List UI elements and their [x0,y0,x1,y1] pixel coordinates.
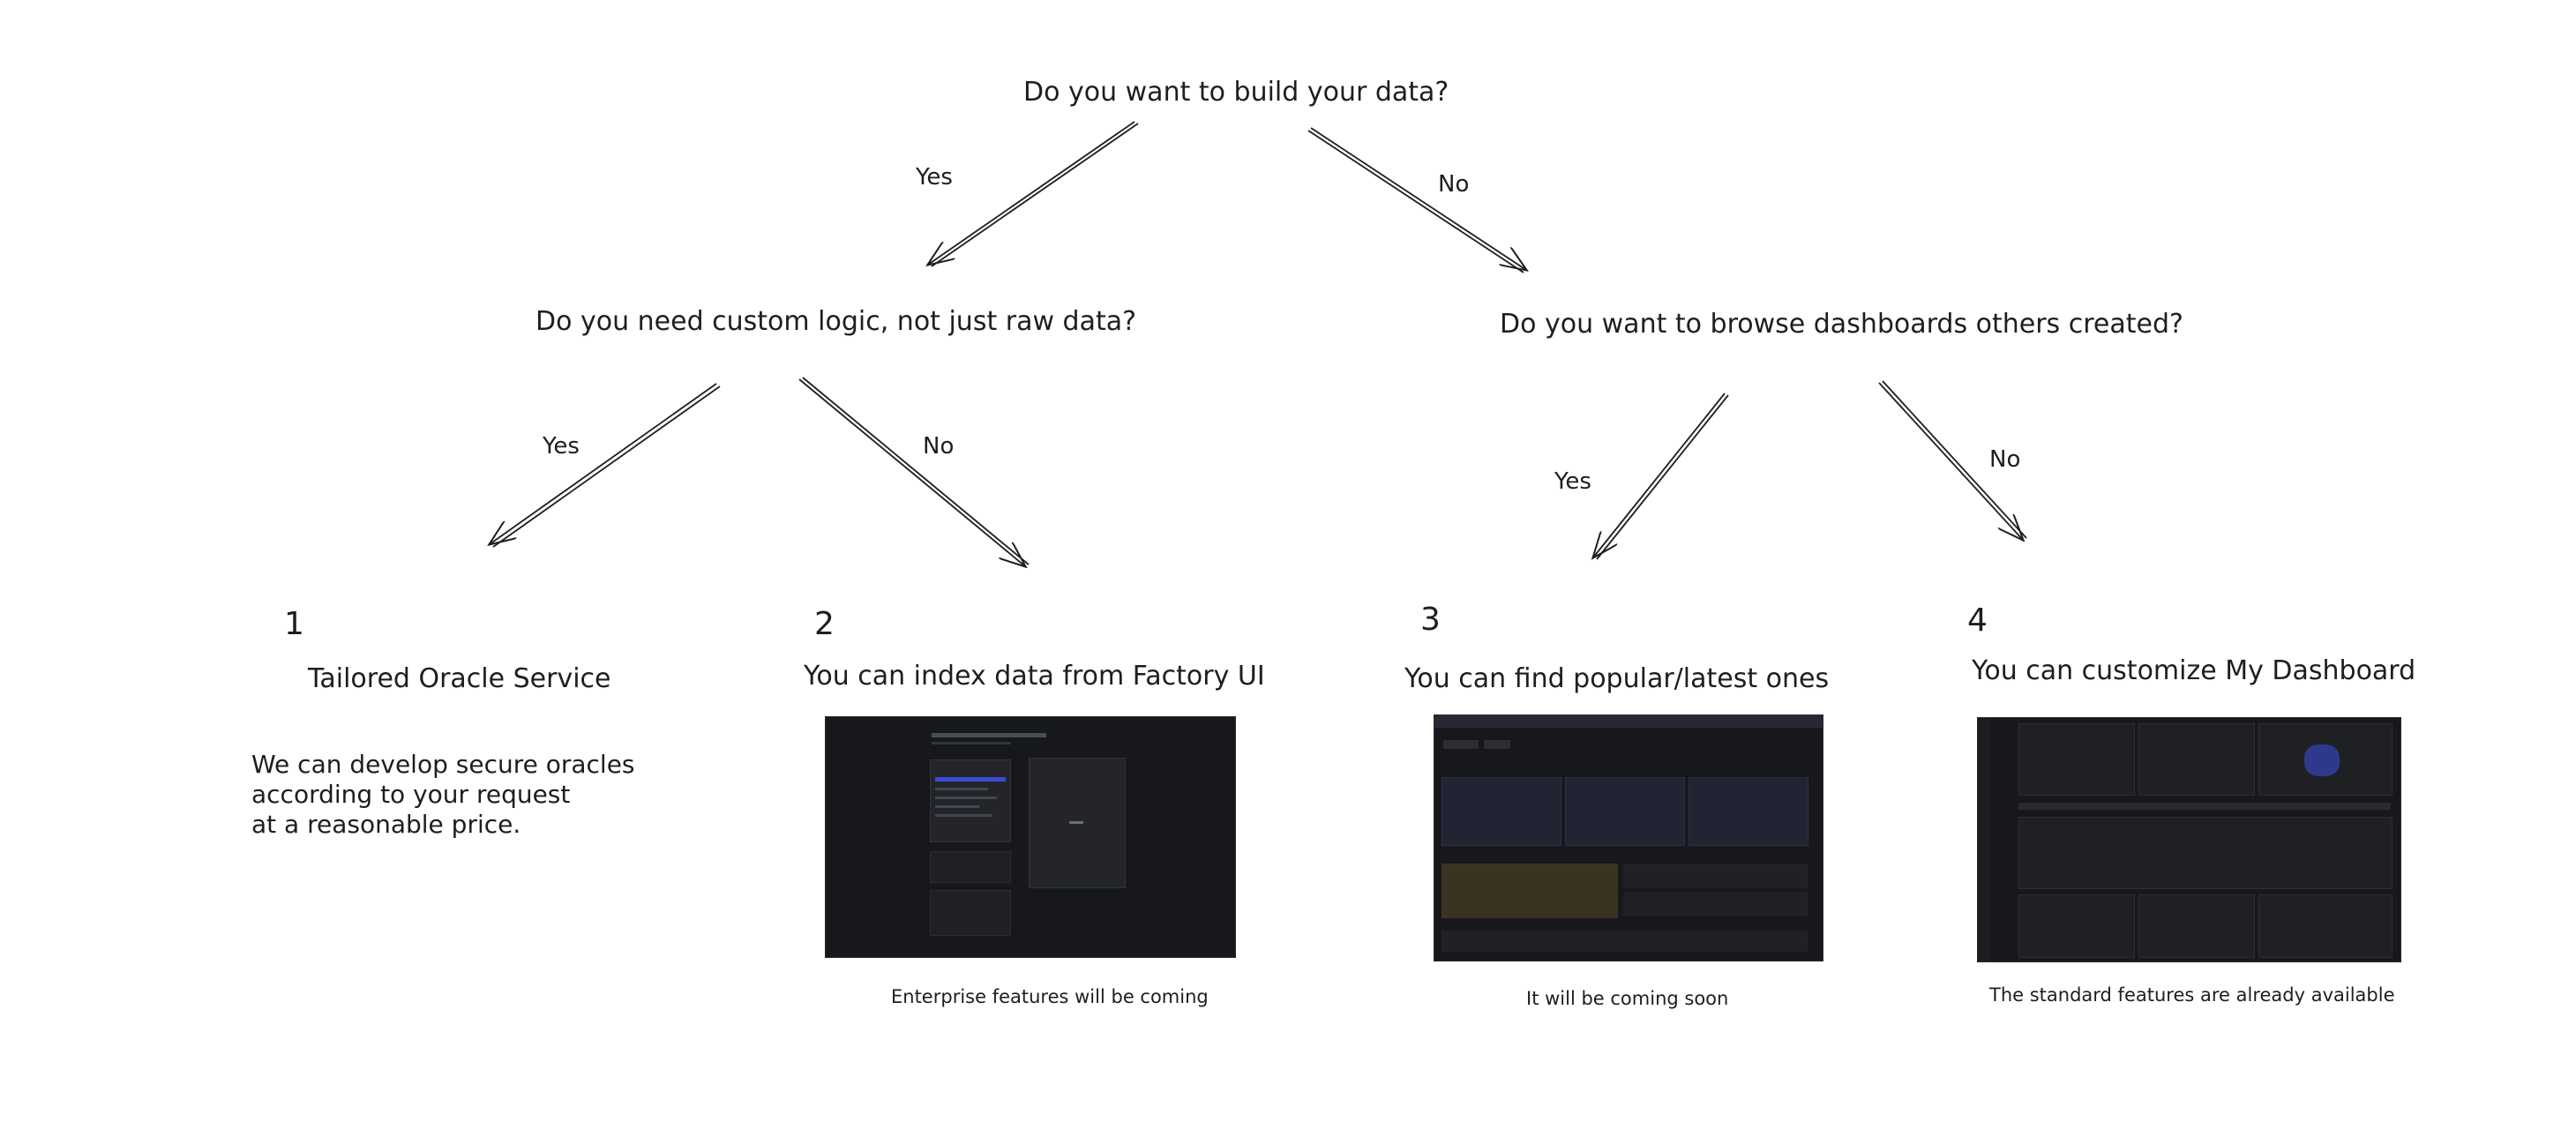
option-4-title: You can customize My Dashboard [1972,655,2416,686]
option-2-number: 2 [814,606,835,642]
arrow-root-no [1310,127,1526,270]
right-question: Do you want to browse dashboards others … [1500,309,2183,340]
arrow-right-no [1878,382,2023,540]
option-3-number: 3 [1420,602,1441,638]
edge-label-yes-root: Yes [916,164,953,191]
root-question: Do you want to build your data? [1023,77,1449,108]
option-2-title: You can index data from Factory UI [804,661,1265,692]
option-1-number: 1 [284,606,304,642]
option-3-title: You can find popular/latest ones [1404,663,1830,694]
left-question: Do you need custom logic, not just raw d… [535,306,1137,337]
option-1-body: We can develop secure oracles according … [251,750,635,839]
option-4-number: 4 [1967,602,1988,639]
arrow-root-yes [928,121,1135,265]
option-3-caption: It will be coming soon [1526,988,1729,1009]
arrow-right-yes [1593,393,1726,557]
edge-label-yes-left: Yes [543,433,580,460]
option-4-caption: The standard features are already availa… [1989,984,2395,1006]
my-dashboard-screenshot [1977,717,2401,962]
edge-label-yes-right: Yes [1554,468,1591,495]
edge-label-no-right: No [1989,446,2021,473]
option-1-title: Tailored Oracle Service [308,663,611,694]
arrow-left-no [798,378,1025,566]
arrow-left-yes [490,383,717,544]
option-2-caption: Enterprise features will be coming [891,986,1209,1007]
factory-ui-screenshot [825,716,1236,958]
edge-label-no-root: No [1438,171,1470,198]
edge-label-no-left: No [923,433,955,460]
popular-dashboards-screenshot [1434,714,1823,961]
